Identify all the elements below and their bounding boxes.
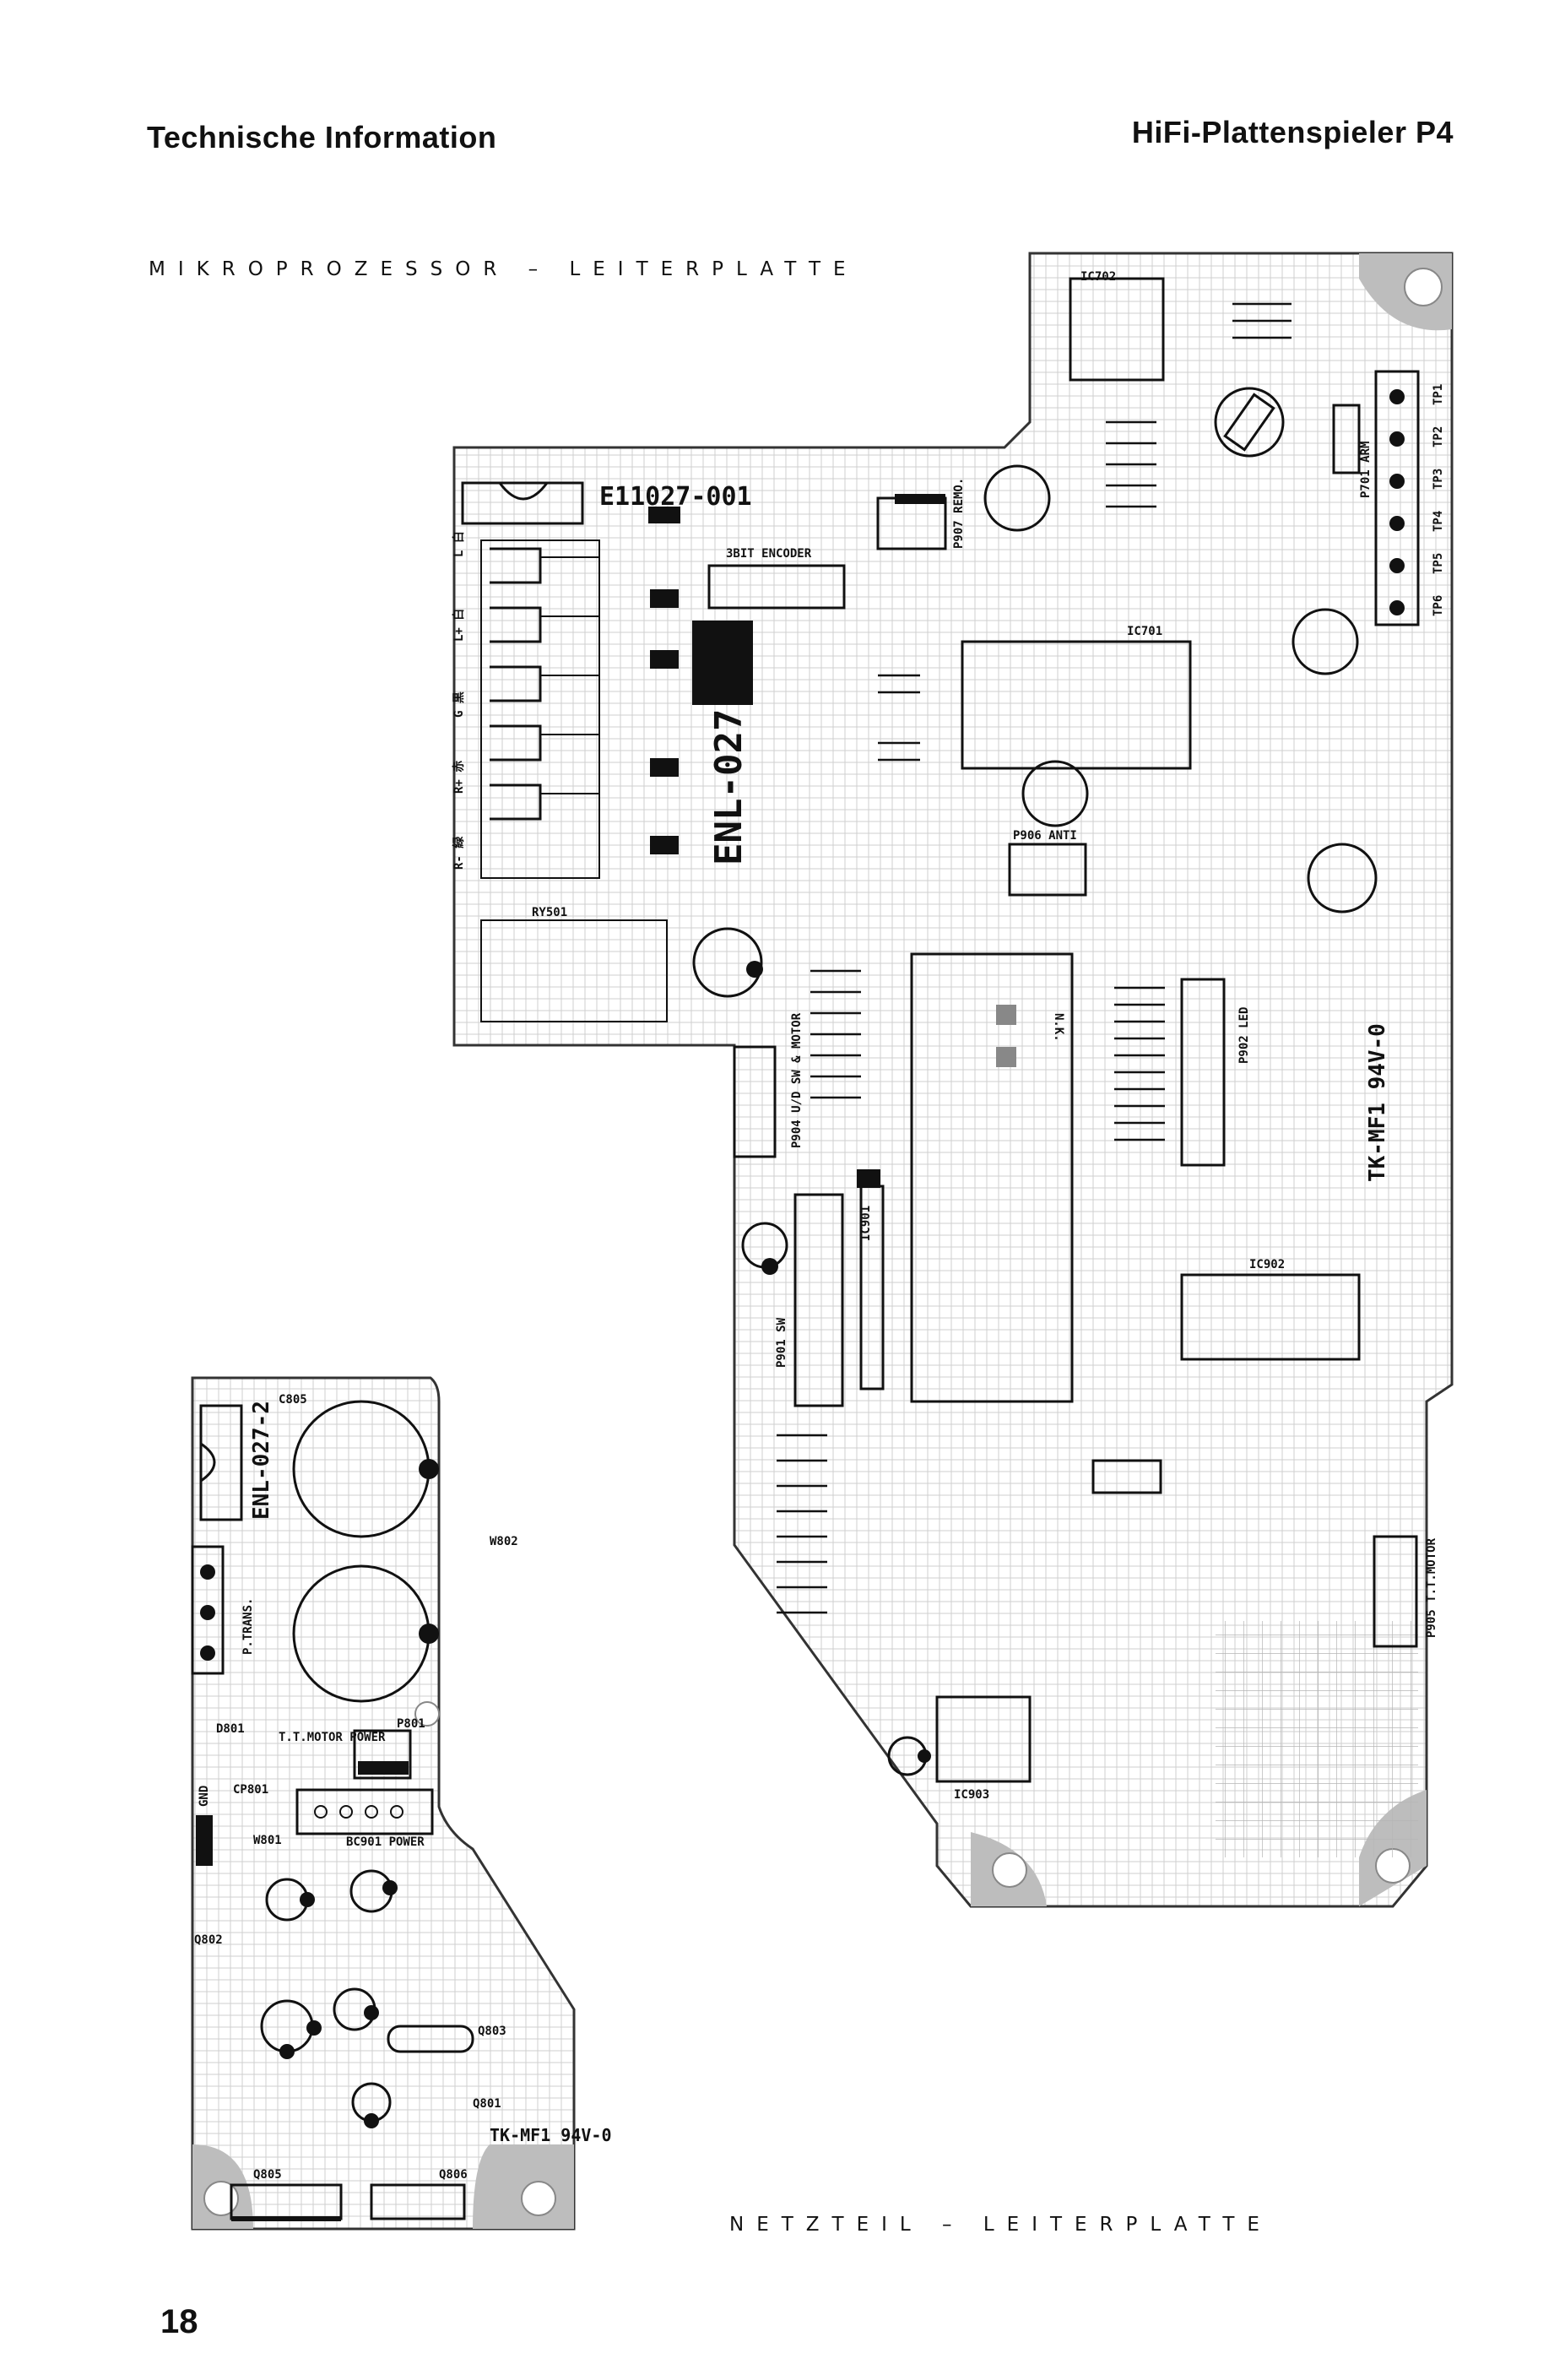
q802-block xyxy=(370,2183,466,2220)
gnd-label: GND xyxy=(198,1786,211,1807)
terminal-label-0: L 白 xyxy=(452,531,466,557)
tt-motor-power-label: T.T.MOTOR POWER xyxy=(279,1731,386,1744)
power-label-r805: Q803 xyxy=(478,2025,506,2038)
power-cap-dots xyxy=(279,1880,398,2128)
vr901-trimmer xyxy=(1292,608,1359,675)
tp4-label: TP4 xyxy=(1432,511,1445,532)
bc901-power-block xyxy=(295,1788,434,1835)
nk-label: N.K. xyxy=(1052,1013,1065,1042)
terminal-block xyxy=(480,539,679,879)
arm-connector-label: P701 ARM xyxy=(1359,442,1373,498)
grid-area xyxy=(1216,1621,1418,1857)
capacitor-c501 xyxy=(692,927,763,998)
caption-power-board: NETZTEIL – LEITERPLATTE xyxy=(729,2214,1272,2236)
power-board-marking: ENL-027-2 xyxy=(249,1401,274,1520)
terminal-label-2: G 黒 xyxy=(452,691,466,718)
power-label-cp801: CP801 xyxy=(233,1783,268,1797)
terminal-label-1: L+ 白 xyxy=(452,609,466,642)
terminal-label-3: R+ 赤 xyxy=(452,761,466,794)
tt-motor-connector xyxy=(1373,1535,1418,1648)
gnd-pad xyxy=(196,1815,213,1866)
ic702-outline xyxy=(1069,277,1165,382)
caption-main-board: MIKROPROZESSOR – LEITERPLATTE xyxy=(149,258,858,280)
mounting-hole xyxy=(521,2181,556,2216)
vr902-trimmer xyxy=(1307,843,1378,914)
tt-motor-label: P905 T.T.MOTOR xyxy=(1425,1537,1438,1638)
main-board: E11027-001 ENL-027 L 白 L+ 白 G 黒 R+ 赤 R- … xyxy=(452,252,1454,1908)
test-point-connector xyxy=(1374,370,1420,626)
tp1-label: TP1 xyxy=(1432,384,1445,405)
tt-motor-power-connector xyxy=(353,1729,412,1780)
ic701-label: IC701 xyxy=(1127,625,1162,638)
remo-label: P907 REMO. xyxy=(952,478,966,549)
ic903-label: IC903 xyxy=(954,1788,989,1802)
black-pad xyxy=(692,621,753,705)
ic901-label: IC901 xyxy=(859,1206,873,1241)
tp6-label: TP6 xyxy=(1432,595,1445,616)
header-left-title: Technische Information xyxy=(147,120,497,155)
led-connector-label: P902 LED xyxy=(1237,1007,1251,1064)
power-label-p801: P801 xyxy=(397,1717,425,1731)
anti-label: P906 ANTI xyxy=(1013,829,1077,843)
p-trans-label: P.TRANS. xyxy=(241,1598,255,1655)
relay-label: RY501 xyxy=(532,906,567,919)
tp2-label: TP2 xyxy=(1432,426,1445,447)
encoder-label: 3BIT ENCODER xyxy=(726,547,812,561)
encoder-connector xyxy=(707,564,846,610)
power-label-w802: W802 xyxy=(490,1535,518,1548)
page-number: 18 xyxy=(160,2303,198,2340)
anti-connector xyxy=(1008,843,1087,897)
resistor-array xyxy=(859,1185,885,1391)
terminal-label-4: R- 緑 xyxy=(452,836,466,870)
board-logo-box xyxy=(461,481,584,525)
vr701-trimmer xyxy=(983,464,1051,532)
led-connector xyxy=(1180,978,1226,1167)
power-label-w801: W801 xyxy=(253,1834,282,1847)
ic902-label: IC902 xyxy=(1249,1258,1285,1271)
bc901-power-label: BC901 POWER xyxy=(346,1835,425,1849)
power-label-d801: D801 xyxy=(216,1722,245,1736)
power-label-r802: Q801 xyxy=(473,2097,501,2111)
power-label-q802: Q806 xyxy=(439,2168,468,2182)
ic902-outline xyxy=(1180,1273,1361,1361)
cr901 xyxy=(1091,1459,1162,1494)
main-board-marking: ENL-027 xyxy=(707,709,750,865)
tp5-label: TP5 xyxy=(1432,553,1445,574)
main-board-material: TK-MF1 94V-0 xyxy=(1365,1023,1390,1182)
power-label-q801: Q805 xyxy=(253,2168,282,2182)
vr702-trimmer xyxy=(1214,387,1285,458)
power-board-material: TK-MF1 94V-0 xyxy=(490,2125,612,2145)
tp3-label: TP3 xyxy=(1432,469,1445,490)
header-right-title: HiFi-Plattenspieler P4 xyxy=(1131,115,1454,149)
p-trans-connector xyxy=(191,1545,225,1675)
power-label-r803: Q802 xyxy=(194,1933,223,1947)
corner-pad xyxy=(473,2144,574,2229)
motor-connector-label: P904 U/D SW & MOTOR xyxy=(790,1012,804,1148)
power-label-c805: C805 xyxy=(279,1393,307,1407)
mounting-hole xyxy=(992,1852,1027,1888)
crystal xyxy=(1021,760,1089,827)
power-board: ENL-027-2 C805 P.TRANS. T.T.MOTOR POWER … xyxy=(191,1376,612,2231)
mounting-hole xyxy=(203,2181,239,2216)
resistor-rows xyxy=(777,302,1292,1614)
ic702-label: IC702 xyxy=(1080,270,1116,284)
motor-connector xyxy=(733,1045,777,1158)
ic903-outline xyxy=(935,1695,1032,1783)
power-board-outline xyxy=(191,1376,576,2231)
mounting-hole xyxy=(1404,268,1443,306)
relay-outline xyxy=(480,919,668,1022)
ic901-outline xyxy=(910,952,1074,1403)
sw-connector xyxy=(793,1193,844,1407)
sw-connector-label: P901 SW xyxy=(775,1317,788,1368)
